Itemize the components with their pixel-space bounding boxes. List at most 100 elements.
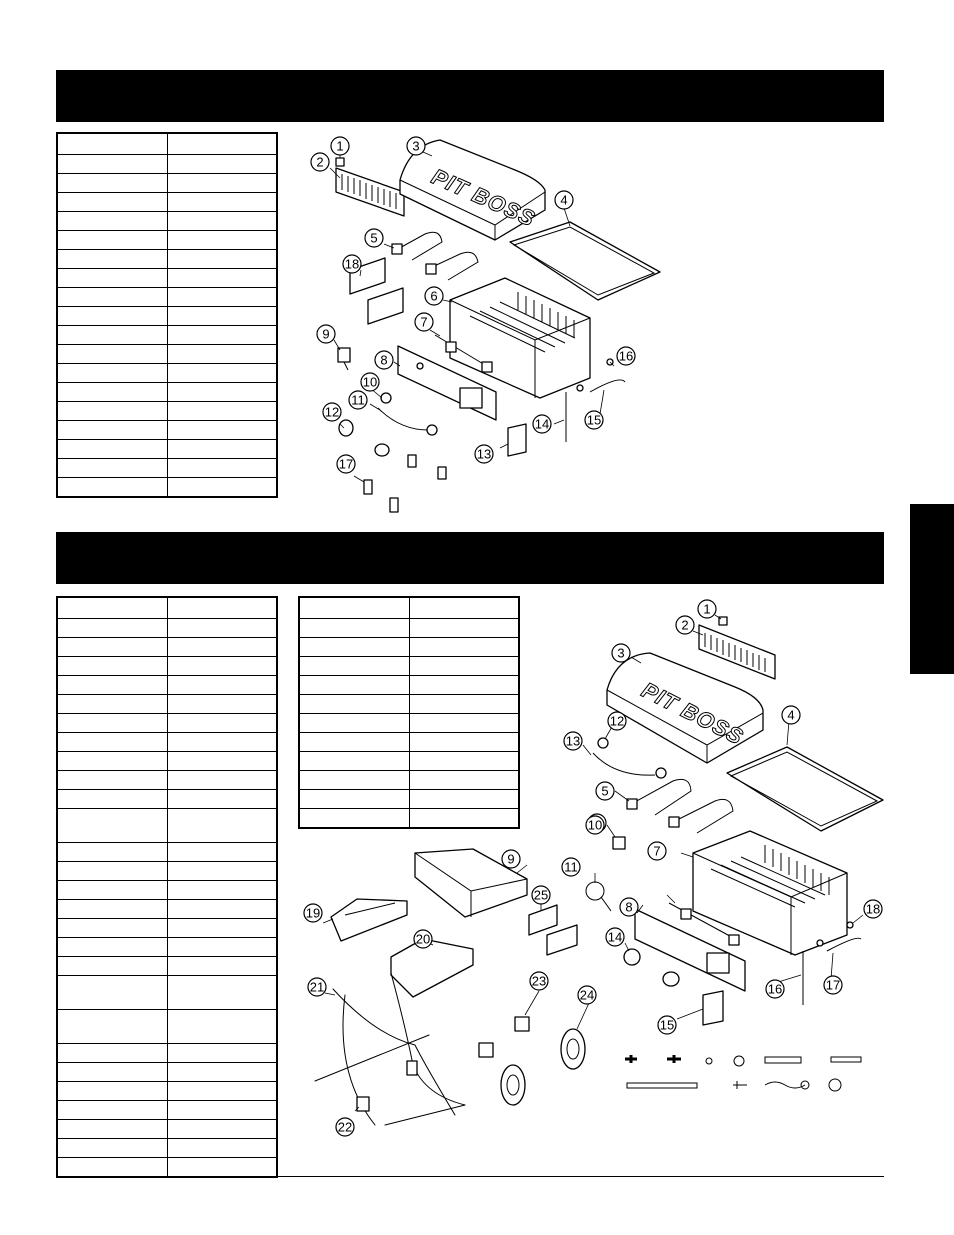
callout-21: 21: [307, 977, 327, 997]
svg-text:16: 16: [768, 982, 782, 997]
callout-17: 17: [336, 454, 356, 474]
svg-text:17: 17: [339, 457, 353, 472]
row-description-cell: [166, 1100, 278, 1120]
row-description-cell: [166, 880, 278, 900]
row-description-cell: [166, 656, 278, 676]
callout-22: 22: [335, 1117, 355, 1137]
row-description-cell: [166, 732, 278, 752]
callout-8: 8: [619, 897, 639, 917]
table-row: [56, 1081, 278, 1101]
row-number-cell: [56, 325, 168, 345]
parts-list-table-bottom-left: [56, 596, 278, 1178]
table-row: [56, 656, 278, 676]
table-row: [56, 325, 278, 345]
row-description-cell: [166, 975, 278, 1010]
svg-text:3: 3: [412, 139, 419, 154]
row-number-cell: [56, 477, 168, 498]
row-number-cell: [56, 1157, 168, 1178]
parts-list-table-bottom-right: [298, 596, 520, 829]
row-description-cell: [166, 249, 278, 269]
callout-10: 10: [360, 372, 380, 392]
table-row: [56, 880, 278, 900]
svg-text:5: 5: [370, 231, 377, 246]
svg-text:12: 12: [610, 714, 624, 729]
svg-text:24: 24: [580, 988, 594, 1003]
table-row: [56, 249, 278, 269]
svg-text:4: 4: [560, 193, 567, 208]
header-cell-number: [56, 596, 168, 619]
svg-text:2: 2: [316, 155, 323, 170]
svg-text:7: 7: [420, 315, 427, 330]
header-cell-description: [166, 596, 278, 619]
row-description-cell: [166, 477, 278, 498]
table-row: [56, 1043, 278, 1063]
svg-text:6: 6: [430, 289, 437, 304]
row-description-cell: [166, 1009, 278, 1044]
table-row: [56, 675, 278, 695]
callout-5: 5: [595, 781, 615, 801]
callout-17: 17: [823, 975, 843, 995]
table-row: [56, 363, 278, 383]
svg-text:2: 2: [681, 618, 688, 633]
table-row: [298, 656, 520, 676]
row-number-cell: [56, 439, 168, 459]
table-row: [56, 287, 278, 307]
exploded-diagram-bottom: PIT BOSS: [303, 599, 884, 1137]
svg-text:19: 19: [306, 906, 320, 921]
callout-3: 3: [406, 136, 426, 156]
table-row: [56, 173, 278, 193]
callout-13: 13: [563, 731, 583, 751]
row-description-cell: [166, 918, 278, 938]
header-cell-number: [298, 596, 410, 619]
parts-list-table-top: [56, 132, 278, 498]
row-number-cell: [56, 1138, 168, 1158]
table-row: [56, 154, 278, 174]
row-number-cell: [56, 861, 168, 881]
table-row: [56, 382, 278, 402]
row-number-cell: [56, 287, 168, 307]
table-row: [56, 420, 278, 440]
row-number-cell: [56, 656, 168, 676]
table-row: [56, 401, 278, 421]
svg-text:13: 13: [566, 734, 580, 749]
svg-text:7: 7: [653, 844, 660, 859]
row-number-cell: [56, 306, 168, 326]
callout-15: 15: [584, 410, 604, 430]
table-row: [56, 230, 278, 250]
svg-text:15: 15: [660, 1018, 674, 1033]
svg-text:11: 11: [351, 393, 365, 408]
footer-rule: [56, 1176, 884, 1177]
table-row: [56, 1138, 278, 1158]
row-number-cell: [56, 899, 168, 919]
callout-4: 4: [554, 190, 574, 210]
callout-18: 18: [342, 254, 362, 274]
table-row: [56, 937, 278, 957]
row-number-cell: [56, 956, 168, 976]
table-row: [56, 751, 278, 771]
table-row: [56, 808, 278, 843]
row-description-cell: [166, 211, 278, 231]
callout-2: 2: [675, 615, 695, 635]
svg-text:8: 8: [625, 900, 632, 915]
svg-text:9: 9: [507, 852, 514, 867]
svg-text:11: 11: [564, 860, 578, 875]
svg-text:14: 14: [535, 417, 549, 432]
svg-text:1: 1: [703, 602, 710, 617]
svg-text:23: 23: [532, 974, 546, 989]
row-description-cell: [166, 1081, 278, 1101]
row-description-cell: [166, 325, 278, 345]
row-number-cell: [56, 1100, 168, 1120]
table-row: [56, 694, 278, 714]
row-number-cell: [56, 975, 168, 1010]
row-number-cell: [56, 249, 168, 269]
table-row: [56, 1119, 278, 1139]
callout-19: 19: [303, 903, 323, 923]
table-row: [298, 618, 520, 638]
callout-14: 14: [605, 927, 625, 947]
row-description-cell: [166, 401, 278, 421]
svg-text:4: 4: [787, 708, 794, 723]
table-header-row: [56, 596, 278, 619]
table-row: [298, 694, 520, 714]
table-header-row: [298, 596, 520, 619]
callout-7: 7: [414, 312, 434, 332]
